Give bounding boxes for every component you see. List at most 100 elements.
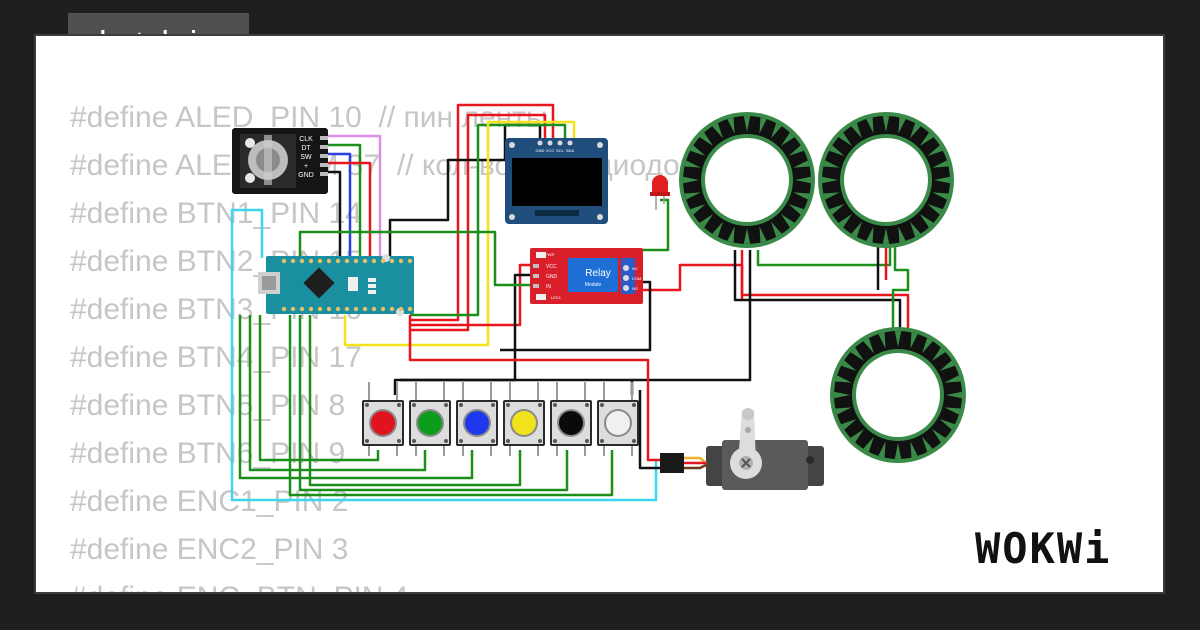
wire-blue xyxy=(328,152,352,258)
pushbutton-cap[interactable] xyxy=(606,411,630,435)
ring-led-segment xyxy=(927,145,943,156)
ring-led-segment xyxy=(931,347,946,362)
ring-led-segment xyxy=(823,160,840,168)
nano-pin xyxy=(335,258,341,264)
pushbutton-cap[interactable] xyxy=(465,411,489,435)
ring-led-segment xyxy=(823,192,840,200)
pushbutton-yellow[interactable] xyxy=(503,382,545,456)
encoder-pin xyxy=(320,163,328,167)
oled-pin xyxy=(567,140,573,146)
ring-led-segment xyxy=(851,123,862,139)
relay-title: Relay xyxy=(585,268,611,279)
encoder-pin xyxy=(320,136,328,140)
wire-green-btn3 xyxy=(238,315,474,480)
relay-led-label: LED1 xyxy=(551,295,562,300)
pushbutton-black[interactable] xyxy=(550,382,592,456)
relay-subtitle: Module xyxy=(585,282,602,288)
code-line: #define ENC2_PIN 3 xyxy=(70,533,349,566)
code-background: #define ALED_PIN 10 // пин ленты#define … xyxy=(70,94,696,592)
wire-red-enc-vcc xyxy=(328,161,372,258)
ring-led-segment xyxy=(850,428,865,443)
nano-pin xyxy=(290,306,296,312)
wire-green-relay-in xyxy=(298,230,535,287)
led-ring xyxy=(679,112,815,248)
encoder-pin-label: SW xyxy=(300,154,312,161)
pushbutton-cap[interactable] xyxy=(418,411,442,435)
pushbutton-white[interactable] xyxy=(597,382,639,456)
ring-led-segment xyxy=(727,226,735,243)
ring-led-segment xyxy=(927,204,943,215)
led-ring xyxy=(818,112,954,248)
ring-led-segment xyxy=(793,192,810,200)
ring-led-segment xyxy=(835,375,852,383)
oled-pin xyxy=(547,140,553,146)
nano-pin xyxy=(326,258,332,264)
wire-red-relay-vcc xyxy=(410,263,535,327)
nano-pin xyxy=(362,258,368,264)
pushbutton-green[interactable] xyxy=(409,382,451,456)
ring-led-segment xyxy=(699,132,714,147)
ring-led-segment xyxy=(932,160,949,168)
nano-pin xyxy=(371,306,377,312)
ring-led-segment xyxy=(934,176,950,184)
wire-red-servo xyxy=(408,315,660,462)
ring-led-segment xyxy=(690,145,706,156)
ring-led-segment xyxy=(898,117,906,134)
encoder-pin xyxy=(320,172,328,176)
pushbutton-red[interactable] xyxy=(362,382,404,456)
wire-black-enc-gnd xyxy=(328,170,342,258)
ring-led-segment xyxy=(712,123,723,139)
ring-led-segment xyxy=(841,419,857,430)
led-ring xyxy=(830,327,966,463)
wire-green-btn5 xyxy=(298,315,569,492)
wire-green-led xyxy=(638,198,670,262)
wire-green-btn2 xyxy=(248,315,427,472)
pushbuttons xyxy=(362,382,639,456)
nano-pin xyxy=(299,258,305,264)
nano-pin xyxy=(335,306,341,312)
wokwi-logo: WOKWi xyxy=(975,524,1112,573)
encoder-pin-label: + xyxy=(304,163,308,170)
ring-led-segment xyxy=(944,407,961,415)
ring-led-segment xyxy=(898,226,906,243)
nano-pin xyxy=(317,258,323,264)
pushbutton-cap[interactable] xyxy=(559,411,583,435)
servo-motor[interactable] xyxy=(660,408,824,490)
relay-terminal-label: NC xyxy=(632,266,638,271)
wire-black-button-bus xyxy=(393,378,634,395)
ring-led-segment xyxy=(690,204,706,215)
relay-terminal xyxy=(623,275,629,281)
wire-black-relay-out xyxy=(500,280,652,352)
ring-led-segment xyxy=(684,192,701,200)
wire-red-oled-vcc xyxy=(410,103,555,322)
encoder-pin-label: GND xyxy=(298,172,314,179)
ring-led-segment xyxy=(780,213,795,228)
ring-led-segment xyxy=(841,360,857,371)
code-line: #define BTN5_PIN 8 xyxy=(70,389,346,422)
arduino-nano[interactable] xyxy=(258,254,414,316)
wire-red-relay-out xyxy=(640,263,744,300)
pushbutton-blue[interactable] xyxy=(456,382,498,456)
ring-led-segment xyxy=(882,228,890,244)
nano-pin xyxy=(353,258,359,264)
oled-pin-label: GND xyxy=(536,148,545,153)
pushbutton-cap[interactable] xyxy=(371,411,395,435)
nano-pin xyxy=(380,306,386,312)
code-line: #define ENC_BTN_PIN 4 xyxy=(70,574,696,592)
relay-terminal xyxy=(623,285,629,291)
wire-green-enc-dt xyxy=(328,143,362,258)
pushbutton-cap[interactable] xyxy=(512,411,536,435)
ring-led-segment xyxy=(939,419,955,430)
ring-led-segment xyxy=(759,117,767,134)
nano-pin xyxy=(380,258,386,264)
ring-led-segment xyxy=(866,117,874,134)
nano-bottom-pins xyxy=(281,306,413,312)
wire-black-servo xyxy=(638,390,660,470)
led-rings xyxy=(679,112,966,463)
ring-led-segment xyxy=(922,338,933,354)
